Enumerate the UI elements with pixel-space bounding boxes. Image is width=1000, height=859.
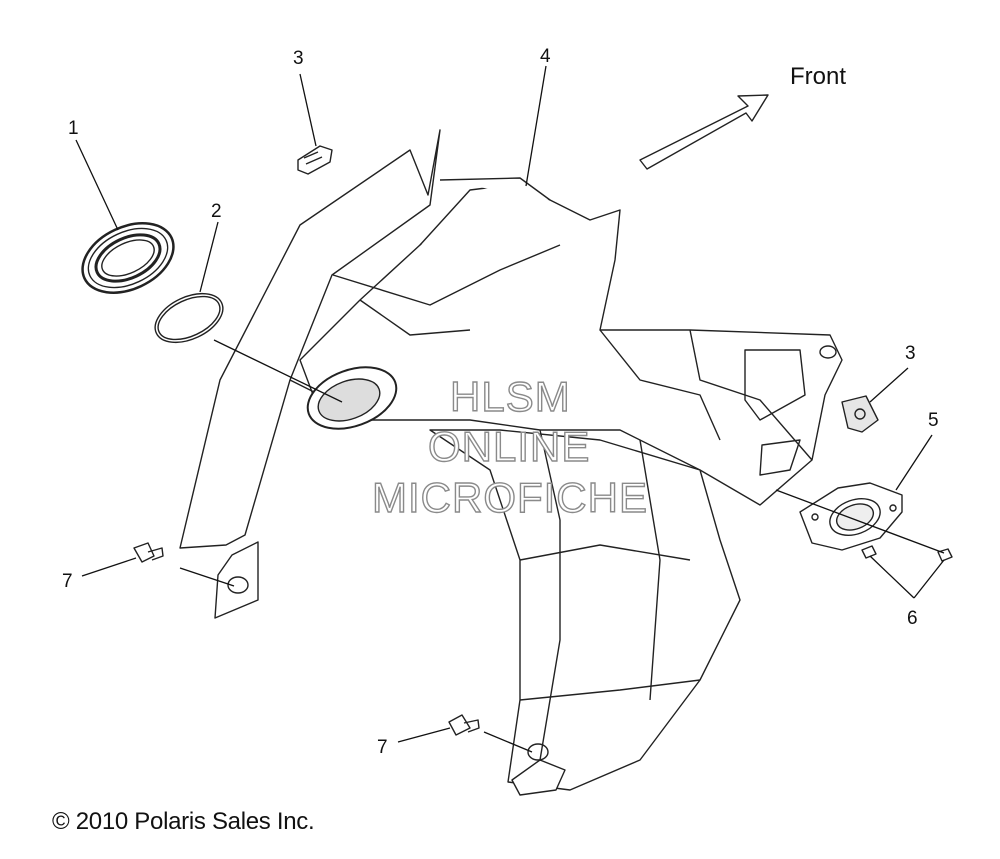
- callout-3-right: 3: [905, 343, 916, 364]
- copyright-notice: © 2010 Polaris Sales Inc.: [52, 808, 315, 835]
- callout-7-left: 7: [62, 571, 73, 592]
- clip-part-top: [297, 145, 333, 175]
- callout-6: 6: [907, 608, 918, 629]
- screw-part-6a: [861, 545, 877, 559]
- callout-5: 5: [928, 410, 939, 431]
- watermark-line-3: MICROFICHE: [371, 473, 648, 521]
- o-ring-part: [154, 292, 224, 344]
- callout-3-top: 3: [293, 48, 304, 69]
- callout-2: 2: [211, 201, 222, 222]
- callout-1: 1: [68, 118, 79, 139]
- watermark-line-2: ONLINE: [427, 422, 591, 470]
- callout-4: 4: [540, 46, 551, 67]
- gasket-plate-part: [799, 482, 903, 551]
- leader-lines: [75, 65, 945, 753]
- tank-cover-panel: [179, 129, 843, 796]
- front-arrow-icon: [639, 94, 769, 170]
- callout-7-bottom: 7: [377, 737, 388, 758]
- watermark-line-1: HLSM: [449, 372, 571, 420]
- seal-ring-part: [81, 222, 175, 294]
- front-direction-label: Front: [790, 63, 847, 90]
- push-rivet-part-bottom: [448, 714, 480, 736]
- clip-part-right: [841, 395, 879, 433]
- push-rivet-part-left: [133, 542, 164, 563]
- screw-part-6b: [937, 548, 953, 562]
- panel-detail-lines: [227, 244, 837, 761]
- filler-opening: [306, 366, 398, 430]
